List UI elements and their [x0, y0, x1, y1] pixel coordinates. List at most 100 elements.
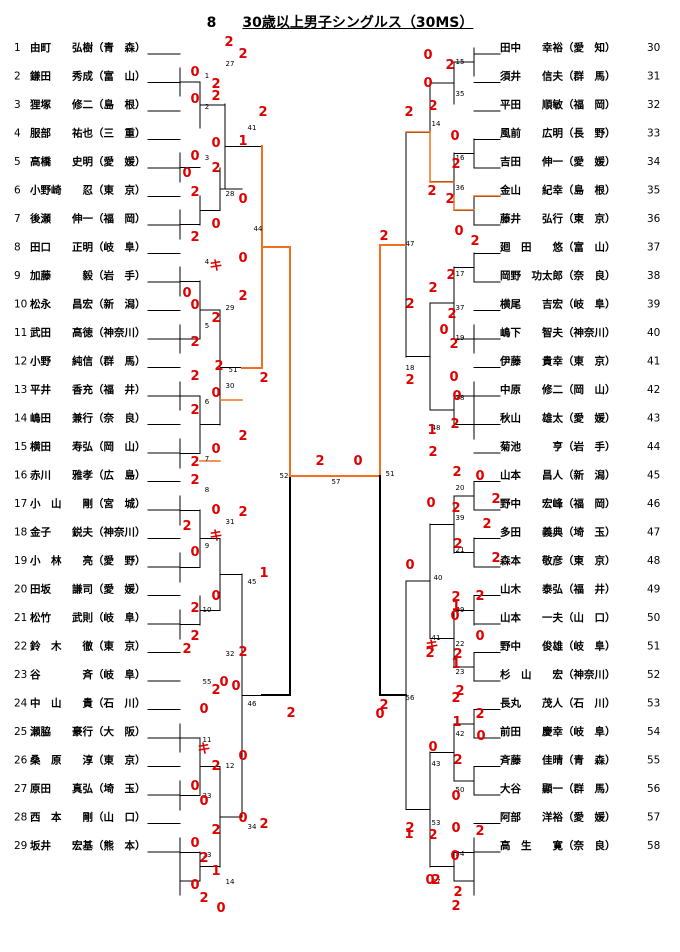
- match-score: 2: [214, 359, 223, 374]
- match-score: 2: [238, 429, 247, 444]
- match-score: 2: [405, 297, 414, 312]
- player-name: 阿部 洋裕（愛 媛）: [500, 811, 616, 824]
- match-score: 2: [445, 58, 454, 73]
- player-name: 藤井 弘行（東 京）: [500, 212, 616, 225]
- match-number: 19: [456, 334, 465, 342]
- match-number: 49: [456, 606, 465, 614]
- player-seed-number: 22: [14, 641, 27, 653]
- match-number: 57: [432, 878, 441, 886]
- match-number: 17: [456, 270, 465, 278]
- player-seed-number: 36: [647, 213, 661, 225]
- match-score: 0: [190, 545, 199, 560]
- match-score: 0: [475, 469, 484, 484]
- player-name: 森本 敬彦（東 京）: [499, 554, 616, 567]
- match-score: 0: [425, 873, 434, 888]
- match-score: 0: [475, 629, 484, 644]
- match-score: 1: [238, 134, 247, 149]
- player-name: 西 本 剛（山 口）: [30, 811, 146, 824]
- match-score: 2: [211, 683, 220, 698]
- player-seed-number: 12: [14, 356, 27, 368]
- match-score: 0: [211, 217, 220, 232]
- match-number: 39: [456, 514, 465, 522]
- match-score: 0: [449, 370, 458, 385]
- player-seed-number: 38: [647, 270, 660, 282]
- match-score: 0: [216, 901, 225, 916]
- player-seed-number: 39: [647, 299, 660, 311]
- player-name: 風前 広明（長 野）: [500, 127, 616, 140]
- match-score: 0: [190, 149, 199, 164]
- match-score: キ: [197, 742, 210, 757]
- match-score: 2: [190, 230, 199, 245]
- match-score: 2: [211, 161, 220, 176]
- match-score: 0: [238, 749, 247, 764]
- match-number: 41: [248, 124, 257, 132]
- player-seed-number: 6: [14, 185, 21, 197]
- player-seed-number: 20: [14, 584, 27, 596]
- player-name: 谷 斉（岐 阜）: [30, 668, 146, 681]
- match-score: 2: [425, 646, 434, 661]
- match-score: 0: [182, 286, 191, 301]
- player-name: 中 山 貴（石 川）: [30, 697, 146, 710]
- player-name: 吉田 伸一（愛 媛）: [500, 155, 616, 168]
- player-name: 野中 宏峰（福 岡）: [500, 497, 616, 510]
- match-number: 1: [205, 72, 209, 80]
- match-number: 9: [205, 542, 209, 550]
- match-score: 2: [379, 229, 388, 244]
- player-name: 松永 昌宏（新 潟）: [30, 298, 146, 311]
- match-score: 0: [451, 821, 460, 836]
- match-score: 2: [482, 517, 491, 532]
- match-score: 0: [190, 92, 199, 107]
- player-name: 斉藤 佳晴（青 森）: [500, 754, 616, 767]
- player-name: 由町 弘樹（青 森）: [30, 41, 146, 54]
- match-score: 2: [451, 590, 460, 605]
- match-number: 13: [203, 851, 212, 859]
- match-number: 43: [432, 760, 441, 768]
- match-score: 2: [238, 289, 247, 304]
- match-score: 0: [211, 503, 220, 518]
- player-seed-number: 11: [14, 327, 27, 339]
- player-seed-number: 44: [647, 441, 661, 453]
- player-name: 平井 香充（福 井）: [30, 383, 146, 396]
- match-score: 2: [452, 465, 461, 480]
- match-score: 2: [428, 281, 437, 296]
- match-score: 0: [182, 166, 191, 181]
- player-seed-number: 50: [647, 612, 660, 624]
- match-number: 37: [456, 304, 465, 312]
- match-score: 2: [199, 851, 208, 866]
- match-score: 1: [427, 423, 436, 438]
- match-score: 2: [259, 817, 268, 832]
- match-score: 2: [199, 891, 208, 906]
- player-name: 服部 祐也（三 重）: [30, 127, 146, 140]
- player-seed-number: 29: [14, 840, 27, 852]
- final-match-number: 57: [332, 478, 341, 486]
- match-score: 2: [475, 824, 484, 839]
- match-score: 0: [238, 811, 247, 826]
- player-name: 山本 昌人（新 潟）: [500, 469, 616, 482]
- player-name: 岡野 功太郎（奈 良）: [500, 269, 616, 282]
- player-seed-number: 25: [14, 726, 27, 738]
- match-score: 0: [190, 836, 199, 851]
- player-name: 桑 原 淳（東 京）: [29, 754, 146, 767]
- player-name: 高橋 史明（愛 媛）: [30, 155, 146, 168]
- match-score: 2: [190, 185, 199, 200]
- match-number: 15: [456, 58, 465, 66]
- player-name: 山木 泰弘（福 井）: [500, 583, 616, 596]
- player-seed-number: 58: [647, 840, 660, 852]
- player-seed-number: 51: [647, 641, 660, 653]
- match-score: 2: [286, 706, 295, 721]
- match-number: 46: [248, 700, 257, 708]
- match-score: 0: [450, 609, 459, 624]
- player-name: 伊藤 貴幸（東 京）: [499, 355, 616, 368]
- match-number: 27: [226, 60, 235, 68]
- player-name: 横田 寿弘（岡 山）: [30, 440, 146, 453]
- match-number: 31: [226, 518, 235, 526]
- match-number: 5: [205, 322, 209, 330]
- match-score: 0: [190, 878, 199, 893]
- player-name: 嶋下 智夫（神奈川）: [500, 326, 616, 339]
- player-name: 小野 純信（群 馬）: [29, 355, 146, 368]
- player-name: 小野崎 忍（東 京）: [29, 184, 146, 197]
- match-score: 1: [451, 599, 460, 614]
- match-score: 0: [426, 496, 435, 511]
